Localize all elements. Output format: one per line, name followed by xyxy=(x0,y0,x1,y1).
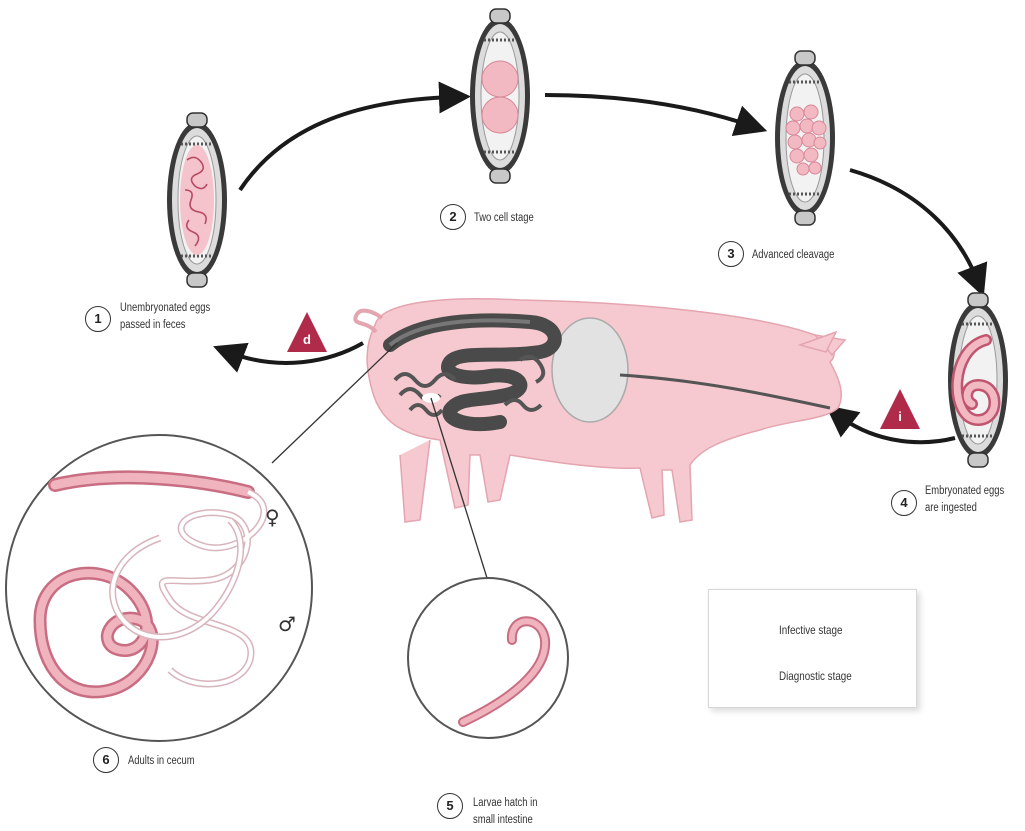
egg-unembryonated-icon xyxy=(167,113,227,287)
stage-number-4: 4 xyxy=(891,490,917,516)
stage-number-5: 5 xyxy=(437,793,463,819)
legend-infective-label: Infective stage xyxy=(779,623,842,637)
stage-label-5: Larvae hatch in small intestine xyxy=(473,795,537,829)
infective-marker-letter: i xyxy=(885,409,915,424)
stage-number-3: 3 xyxy=(718,241,744,267)
diagnostic-marker-letter: d xyxy=(292,332,322,347)
arrow-3-to-4 xyxy=(850,170,978,282)
stage-number-2: 2 xyxy=(440,204,466,230)
legend-infective-letter: i xyxy=(726,624,756,639)
pig-illustration xyxy=(355,299,845,522)
legend: Infective stage Diagnostic stage xyxy=(708,589,917,708)
female-symbol: ♀ xyxy=(265,505,280,529)
stage-label-3: Advanced cleavage xyxy=(752,247,834,264)
adults-in-cecum-view xyxy=(6,435,312,741)
stage-label-4: Embryonated eggs are ingested xyxy=(925,483,1004,517)
male-symbol: ♂ xyxy=(278,612,296,636)
stage-label-2: Two cell stage xyxy=(474,210,534,227)
egg-advanced-cleavage-icon xyxy=(775,51,835,225)
stage-number-6: 6 xyxy=(93,747,119,773)
stage-label-1: Unembryonated eggs passed in feces xyxy=(120,300,210,334)
stage-number-1: 1 xyxy=(85,306,111,332)
arrow-2-to-3 xyxy=(545,95,752,126)
legend-diagnostic-letter: d xyxy=(726,670,756,685)
larvae-hatch-view xyxy=(408,578,568,738)
stage-label-6: Adults in cecum xyxy=(128,753,195,770)
egg-two-cell-icon xyxy=(470,9,530,183)
egg-embryonated-icon xyxy=(948,293,1008,467)
arrow-1-to-2 xyxy=(240,97,455,190)
legend-diagnostic-label: Diagnostic stage xyxy=(779,669,852,683)
